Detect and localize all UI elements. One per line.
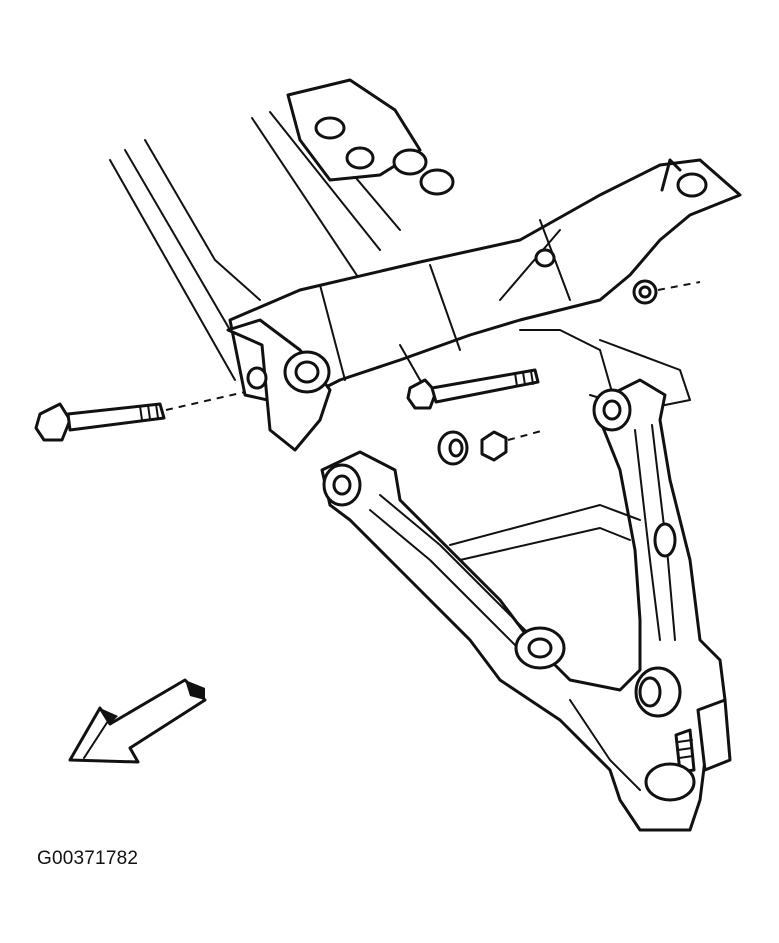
body-mount-upper: [286, 78, 455, 196]
bolt-rear: [34, 391, 246, 442]
ball-joint: [644, 698, 732, 802]
figure-code: G00371782: [37, 848, 139, 869]
nut-upper: [632, 279, 701, 305]
bushing-rear: [592, 388, 632, 432]
washer: [437, 430, 469, 466]
lower-control-arm: [320, 378, 727, 832]
arm-boss-outer: [634, 666, 682, 718]
nut: [480, 429, 546, 462]
bolt-front: [406, 368, 540, 410]
arm-tab: [653, 522, 677, 558]
arm-boss-mid: [514, 626, 566, 670]
rear-mount-bracket: [226, 318, 332, 452]
front-direction-arrow: [68, 678, 207, 764]
bushing-front: [322, 463, 362, 507]
